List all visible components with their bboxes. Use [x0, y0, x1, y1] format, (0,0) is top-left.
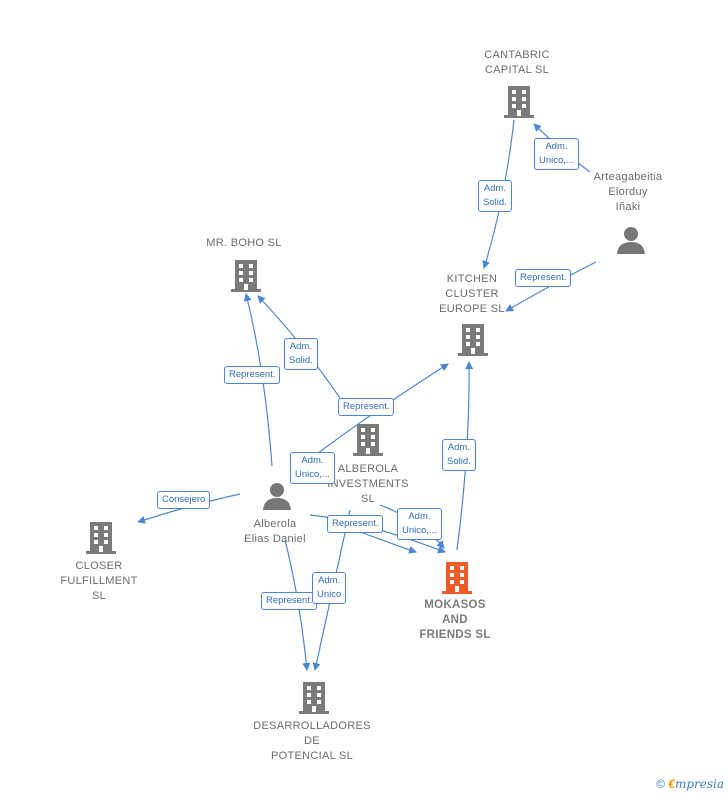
edge-tag[interactable]: Adm. Solid.	[284, 338, 318, 370]
copyright-symbol: ©	[656, 777, 665, 791]
person-icon[interactable]	[616, 226, 646, 254]
edge-tag[interactable]: Represent.	[515, 269, 572, 287]
edge-tag[interactable]: Adm. Unico	[312, 572, 347, 604]
building-icon[interactable]	[86, 520, 116, 554]
brand-name: mpresia	[674, 777, 724, 791]
building-icon[interactable]	[353, 422, 383, 456]
node-label-kitchen[interactable]: KITCHEN CLUSTER EUROPE SL	[439, 273, 505, 315]
building-icon[interactable]	[458, 322, 488, 356]
edge-tag[interactable]: Represent.	[338, 398, 395, 416]
person-icon[interactable]	[262, 482, 292, 510]
brand-e: €	[668, 777, 675, 791]
node-label-cantabric[interactable]: CANTABRIC CAPITAL SL	[484, 49, 550, 76]
node-label-alberola-investments[interactable]: ALBEROLA INVESTMENTS SL	[327, 463, 409, 505]
node-label-arteaga[interactable]: Arteagabeitia Elorduy Iñaki	[593, 171, 663, 213]
node-label-desarrolladores[interactable]: DESARROLLADORES DE POTENCIAL SL	[253, 720, 371, 762]
building-icon[interactable]	[504, 84, 534, 118]
edge-tag[interactable]: Consejero	[157, 491, 211, 509]
node-label-alberola-person[interactable]: Alberola Elias Daniel	[244, 518, 306, 545]
node-label-closer[interactable]: CLOSER FULFILLMENT SL	[60, 560, 138, 602]
building-icon[interactable]	[299, 680, 329, 714]
building-icon[interactable]	[231, 258, 261, 292]
edge-tag[interactable]: Represent.	[261, 592, 318, 610]
edge-tag[interactable]: Represent.	[224, 366, 281, 384]
building-icon-highlight[interactable]	[442, 560, 472, 594]
edge-tag[interactable]: Adm. Unico,...	[534, 138, 579, 170]
edge-tag[interactable]: Adm. Solid.	[442, 439, 476, 471]
node-label-boho[interactable]: MR. BOHO SL	[206, 237, 282, 249]
edge-tag[interactable]: Adm. Unico,...	[397, 508, 442, 540]
edge-tag[interactable]: Adm. Solid.	[478, 180, 512, 212]
brand-logo: © €mpresia	[656, 777, 724, 791]
node-label-mokasos[interactable]: MOKASOS AND FRIENDS SL	[419, 599, 491, 641]
edge-tag[interactable]: Represent.	[327, 515, 384, 533]
edge-tag[interactable]: Adm. Unico,...	[290, 452, 335, 484]
